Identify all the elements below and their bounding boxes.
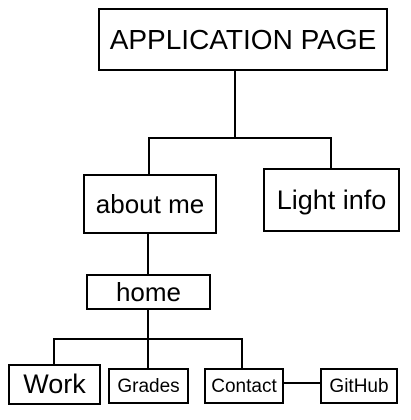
node-home-label: home [115, 277, 182, 307]
connector-to-grades [147, 338, 149, 368]
node-about-me: about me [83, 174, 217, 234]
node-contact-label: Contact [211, 375, 277, 397]
node-application-page-label: APPLICATION PAGE [109, 23, 377, 55]
node-light-info: Light info [263, 168, 400, 232]
node-grades-label: Grades [117, 375, 180, 397]
connector-about-to-home [147, 234, 149, 274]
node-work: Work [8, 364, 101, 405]
node-work-label: Work [23, 369, 86, 399]
connector-contact-to-github [284, 382, 320, 384]
node-github: GitHub [320, 368, 398, 404]
connector-to-about [148, 137, 150, 174]
node-home: home [86, 274, 211, 310]
connector-root-down [234, 71, 236, 139]
node-application-page: APPLICATION PAGE [98, 8, 388, 71]
node-light-info-label: Light info [276, 184, 387, 215]
connector-top-bar [148, 137, 332, 139]
node-grades: Grades [108, 368, 189, 404]
node-contact: Contact [204, 368, 284, 404]
connector-to-light [330, 137, 332, 168]
connector-to-work [53, 338, 55, 364]
connector-to-contact [241, 338, 243, 368]
node-about-me-label: about me [95, 189, 205, 219]
node-github-label: GitHub [329, 375, 389, 397]
connector-home-down [147, 310, 149, 340]
